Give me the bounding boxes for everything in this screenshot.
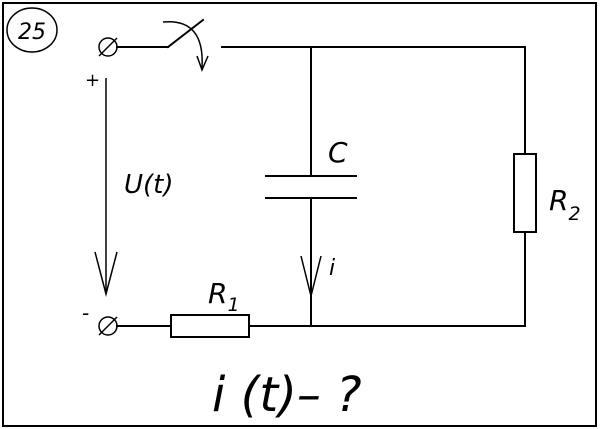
- current-label: i: [329, 256, 335, 281]
- terminal-plus: [98, 37, 118, 57]
- capacitor-label: C: [328, 136, 348, 169]
- terminal-plus-label: +: [85, 70, 100, 91]
- r2-base: R: [549, 184, 568, 217]
- resistor-r2: [513, 153, 537, 233]
- r1-sub: 1: [227, 294, 239, 316]
- current-arrow-head: [300, 255, 322, 297]
- switch-close-arrow: [162, 20, 203, 69]
- switch-blade: [166, 18, 205, 49]
- switch: [116, 18, 209, 73]
- problem-question: i (t)– ?: [212, 367, 362, 423]
- r2-sub: 2: [568, 203, 580, 225]
- terminal-minus-label: -: [82, 301, 89, 325]
- badge-circle: [6, 7, 58, 53]
- switch-arrow-head: [196, 55, 209, 73]
- terminal-minus-slash: [98, 316, 118, 336]
- terminal-minus: [98, 316, 118, 336]
- resistor-r1: [170, 314, 250, 338]
- terminal-plus-slash: [98, 37, 118, 57]
- voltage-label: U(t): [124, 170, 174, 200]
- r1-base: R: [208, 277, 227, 310]
- voltage-arrow-head: [94, 251, 118, 297]
- problem-number: 25: [18, 20, 46, 45]
- resistor-r2-label: R2: [549, 184, 581, 225]
- resistor-r1-label: R1: [208, 277, 240, 316]
- problem-number-badge: 25: [6, 7, 58, 53]
